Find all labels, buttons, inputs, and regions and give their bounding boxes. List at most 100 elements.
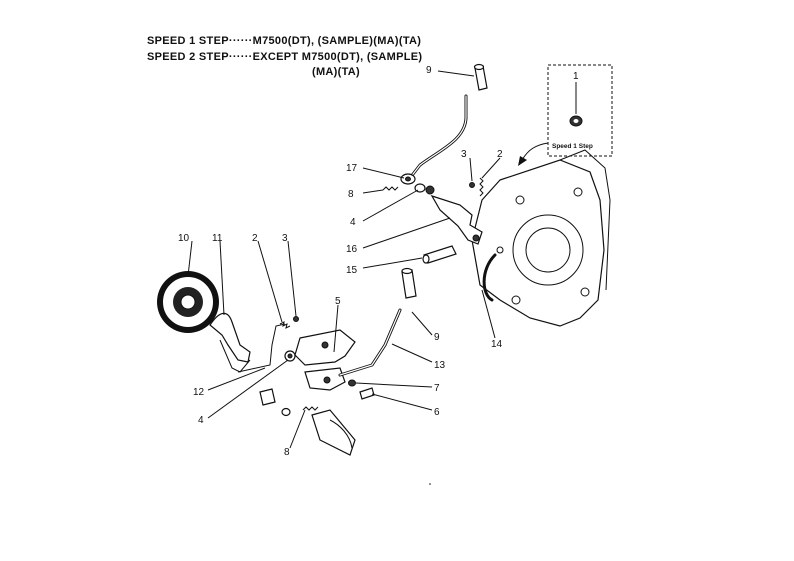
collar-left-bore bbox=[287, 353, 293, 359]
callout-12: 12 bbox=[193, 387, 205, 398]
bracket-hole bbox=[321, 341, 329, 349]
lever-rod-highlight bbox=[409, 95, 467, 179]
collar-ring bbox=[425, 185, 435, 195]
callout-3-top: 3 bbox=[461, 149, 467, 160]
shift-fork-11 bbox=[209, 312, 251, 373]
detent-spring-and-ball-left bbox=[279, 316, 299, 329]
housing-rear-face bbox=[559, 149, 611, 291]
lower-arm-contour bbox=[329, 419, 353, 449]
collar-top bbox=[414, 183, 435, 195]
leader-17 bbox=[362, 167, 405, 179]
housing-bolt-hole bbox=[511, 295, 521, 305]
leader-13 bbox=[391, 343, 433, 363]
callout-17: 17 bbox=[346, 163, 358, 174]
housing-inner-bore bbox=[525, 227, 571, 273]
housing-bolt-hole bbox=[496, 246, 504, 254]
inset-speed-1-step: Speed 1 Step bbox=[518, 64, 613, 166]
housing-bolt-hole bbox=[515, 195, 525, 205]
callout-7: 7 bbox=[434, 383, 440, 394]
shift-fork-body bbox=[209, 312, 251, 363]
callout-2-left: 2 bbox=[252, 233, 258, 244]
callout-2-top: 2 bbox=[497, 149, 503, 160]
lower-lever-rod-highlight bbox=[339, 309, 401, 376]
lower-arm bbox=[311, 409, 356, 456]
detent-ball bbox=[469, 182, 475, 188]
leader-9-top bbox=[437, 70, 475, 77]
callout-6: 6 bbox=[434, 407, 440, 418]
callout-4-left: 4 bbox=[198, 415, 204, 426]
gear-bore bbox=[180, 294, 196, 310]
shift-shaft-15 bbox=[422, 245, 457, 264]
leader-8-bottom bbox=[289, 409, 306, 449]
lever-boss-hole bbox=[405, 176, 411, 182]
speed-2-step-note-continued: (MA)(TA) bbox=[312, 66, 361, 78]
callout-16: 16 bbox=[346, 244, 358, 255]
shaft-end bbox=[422, 254, 430, 264]
bolt-6 bbox=[359, 387, 375, 400]
bushing-a bbox=[259, 388, 276, 406]
leader-14 bbox=[481, 289, 496, 339]
callout-4-top: 4 bbox=[350, 217, 356, 228]
leader-4-left bbox=[207, 359, 289, 419]
bushings bbox=[259, 388, 291, 417]
detent-spring-left bbox=[279, 321, 291, 329]
housing-main-bore bbox=[512, 214, 584, 286]
callout-11: 11 bbox=[212, 233, 223, 244]
inset-arrow bbox=[521, 142, 549, 161]
housing-outline bbox=[471, 159, 605, 327]
gear-10 bbox=[157, 271, 219, 333]
lower-arm-body bbox=[311, 409, 356, 456]
spring-pin-top bbox=[382, 186, 399, 191]
detent-spring-and-ball-top bbox=[469, 157, 501, 197]
leader-3-top bbox=[469, 157, 473, 182]
leader-lines bbox=[187, 70, 496, 449]
spring-pin-bottom bbox=[302, 406, 319, 411]
speed-1-step-note: SPEED 1 STEP······M7500(DT), (SAMPLE)(MA… bbox=[147, 35, 422, 47]
leader-10 bbox=[187, 240, 193, 277]
callout-10: 10 bbox=[178, 233, 190, 244]
leader-6 bbox=[371, 393, 433, 411]
callout-14: 14 bbox=[491, 339, 503, 350]
callout-15: 15 bbox=[346, 265, 358, 276]
leader-16 bbox=[362, 217, 451, 249]
speed-2-step-note: SPEED 2 STEP······EXCEPT M7500(DT), (SAM… bbox=[147, 51, 423, 63]
lever-bracket-5 bbox=[294, 329, 356, 391]
spring-pin-bottom-coil bbox=[302, 406, 319, 411]
shift-arm-pin bbox=[472, 234, 480, 242]
detent-ball-left bbox=[293, 316, 299, 322]
detent-spring bbox=[479, 177, 484, 197]
upper-shift-lever bbox=[400, 63, 488, 185]
inset-caption: Speed 1 Step bbox=[552, 143, 593, 150]
inset-dashed-frame bbox=[547, 64, 613, 157]
leader-15 bbox=[362, 257, 423, 269]
lower-shift-lever bbox=[338, 267, 417, 377]
inset-collar-bore bbox=[573, 119, 579, 123]
leader-4-top bbox=[362, 189, 419, 222]
housing-bolt-hole bbox=[580, 287, 590, 297]
bushing-b bbox=[281, 407, 291, 417]
inset-arrow-head bbox=[518, 156, 527, 166]
callout-9-mid: 9 bbox=[434, 332, 440, 343]
housing-bolt-hole bbox=[573, 187, 583, 197]
stray-mark bbox=[429, 483, 431, 485]
leader-12 bbox=[207, 367, 266, 391]
callout-8-top: 8 bbox=[348, 189, 354, 200]
leader-9-mid bbox=[411, 311, 433, 336]
leader-2-top bbox=[481, 157, 501, 179]
bracket-lower-hole bbox=[323, 376, 331, 384]
fork-rod-12 bbox=[237, 323, 286, 373]
lever-knob-cap bbox=[473, 63, 485, 71]
leader-8-top bbox=[362, 189, 384, 194]
leader-7 bbox=[355, 382, 433, 388]
spring-pin-coil bbox=[382, 186, 399, 191]
callout-labels: 9 17 8 4 3 2 16 15 14 10 11 2 3 5 9 13 1… bbox=[178, 65, 579, 458]
lower-lever-knob-cap bbox=[401, 267, 413, 275]
collar-left bbox=[284, 350, 296, 362]
shift-fork-lower bbox=[219, 339, 251, 373]
housing-cut-edge bbox=[482, 253, 497, 302]
leader-11 bbox=[219, 240, 225, 316]
leader-3-left bbox=[287, 240, 297, 317]
leader-2-left bbox=[257, 240, 283, 323]
